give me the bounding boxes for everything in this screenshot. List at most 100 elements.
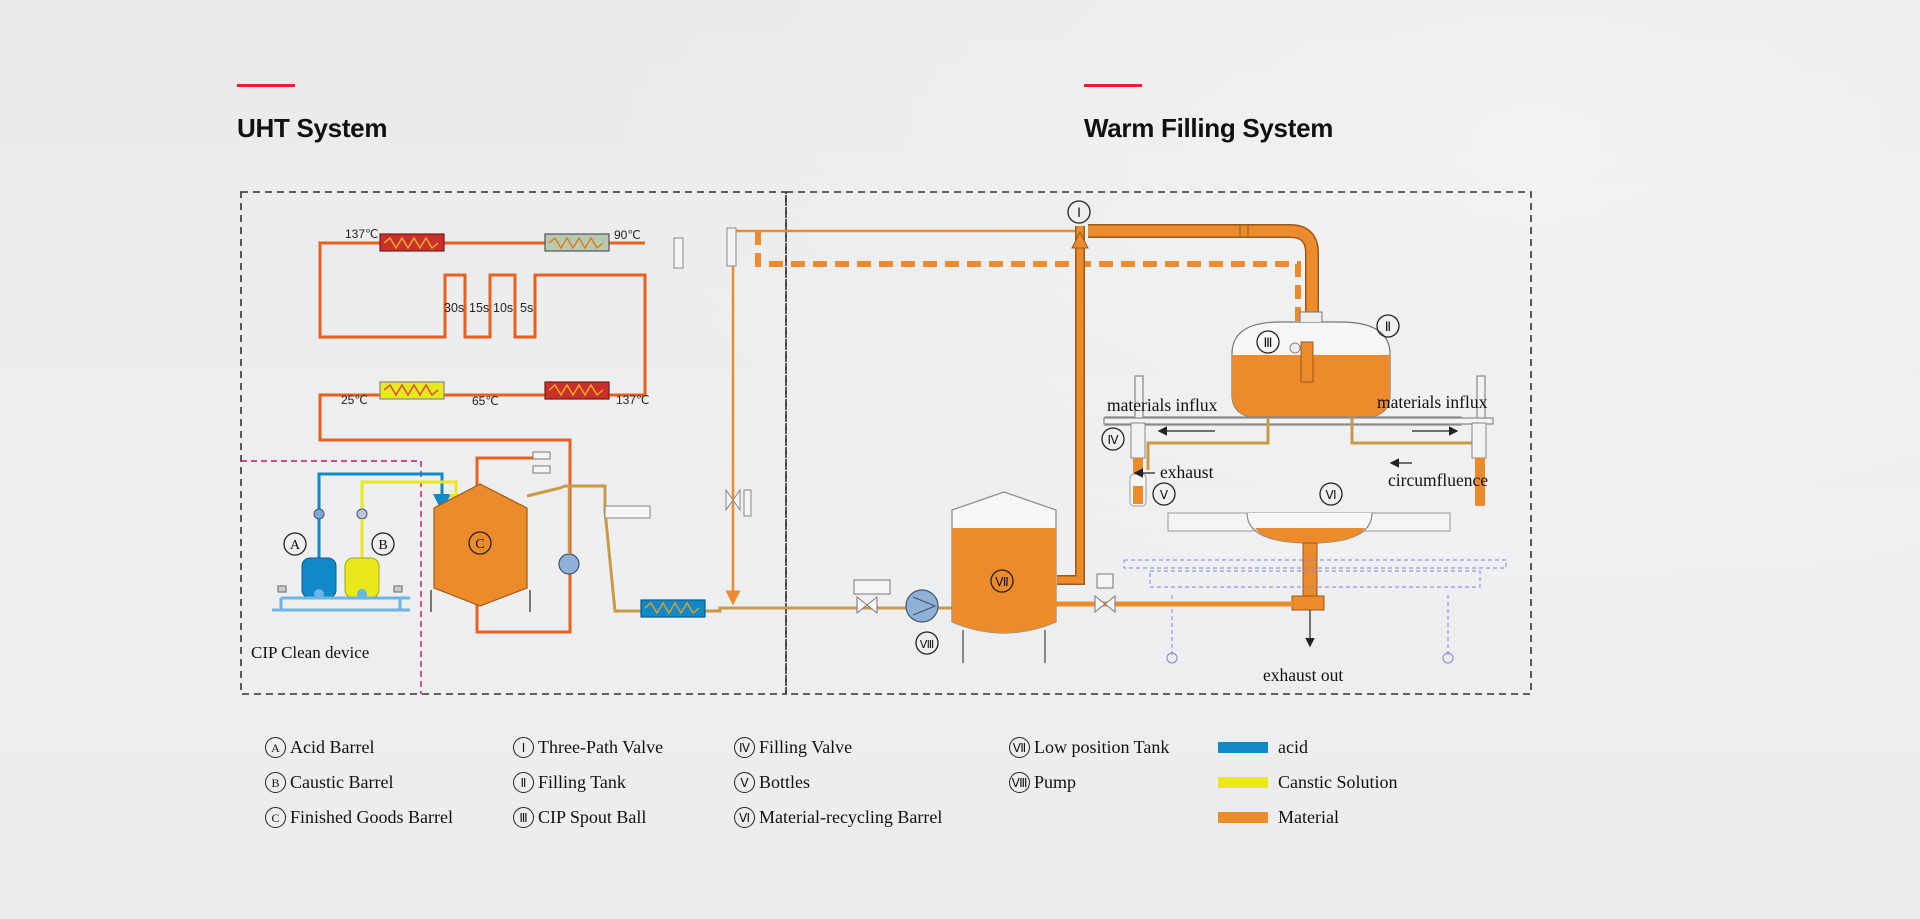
svg-text:Ⅱ: Ⅱ [1385, 319, 1391, 334]
legend-label: Canstic Solution [1278, 772, 1398, 792]
circumfluence-label: circumfluence [1388, 470, 1488, 490]
cip-frame [241, 460, 422, 694]
holding-time-3: 10s [493, 301, 513, 315]
uht-accent-line [237, 84, 295, 87]
legend-label: acid [1278, 737, 1308, 757]
heat-exchanger-3 [379, 381, 445, 400]
cip-device-label: CIP Clean device [251, 643, 369, 662]
uht-title: UHT System [237, 113, 388, 143]
heat-exchanger-1 [379, 233, 445, 252]
legend-swatch-acid [1218, 742, 1268, 753]
uht-section: UHT System [237, 84, 387, 144]
valve-icon [604, 505, 651, 519]
heat-exchanger-2 [544, 233, 610, 252]
legend-marker: B [265, 772, 286, 793]
warm-section: Warm Filling System [1084, 84, 1333, 144]
legend-label: Filling Tank [538, 772, 626, 792]
svg-text:Ⅰ: Ⅰ [1077, 205, 1081, 220]
svg-text:C: C [475, 537, 484, 552]
legend-label: CIP Spout Ball [538, 807, 647, 827]
legend-label: Finished Goods Barrel [290, 807, 453, 827]
holding-time-1: 30s [444, 301, 464, 315]
legend-marker: Ⅵ [734, 807, 755, 828]
legend-item: Material [1218, 800, 1398, 835]
legend-marker: Ⅰ [513, 737, 534, 758]
marker-b: B [371, 532, 395, 556]
legend-label: Material [1278, 807, 1339, 827]
uht-frame [240, 191, 787, 695]
svg-text:Ⅵ: Ⅵ [1325, 488, 1336, 502]
legend-marker: Ⅶ [1009, 737, 1030, 758]
legend-label: Material-recycling Barrel [759, 807, 943, 827]
warm-frame [785, 191, 1532, 695]
legend-marker: Ⅲ [513, 807, 534, 828]
legend-marker: Ⅴ [734, 772, 755, 793]
legend-marker: Ⅳ [734, 737, 755, 758]
holding-time-2: 15s [469, 301, 489, 315]
legend-marker: C [265, 807, 286, 828]
warm-title: Warm Filling System [1084, 113, 1334, 143]
legend-swatch-material [1218, 812, 1268, 823]
svg-text:B: B [378, 538, 387, 553]
marker-a: A [283, 532, 307, 556]
low-position-tank: Ⅶ [951, 491, 1057, 663]
valve-icon [1094, 573, 1116, 614]
svg-text:Ⅲ: Ⅲ [1264, 335, 1273, 350]
legend-label: Three-Path Valve [538, 737, 664, 757]
valve-icon [532, 465, 551, 474]
valve-icon [673, 237, 684, 269]
gauge-icon [558, 553, 580, 575]
legend-marker: A [265, 737, 286, 758]
holding-time-4: 5s [520, 301, 533, 315]
svg-text:Ⅴ: Ⅴ [1160, 488, 1169, 502]
svg-text:A: A [290, 538, 301, 553]
pump: Ⅷ [853, 579, 939, 655]
materials-influx-right-label: materials influx [1377, 392, 1488, 412]
legend-label: Pump [1034, 772, 1077, 792]
materials-influx-left-label: materials influx [1107, 395, 1218, 415]
temp-label-2: 90℃ [614, 228, 641, 242]
legend-label: Bottles [759, 772, 811, 792]
filling-valve-left: Ⅳ [1101, 422, 1147, 507]
temp-label-1: 137℃ [345, 227, 379, 241]
legend-label: Filling Valve [759, 737, 853, 757]
marker-v: Ⅴ [1152, 482, 1176, 506]
uht-piping [318, 241, 647, 634]
svg-text:Ⅶ: Ⅶ [995, 575, 1008, 589]
filling-valve-right [1471, 422, 1487, 506]
temp-label-5: 137℃ [616, 393, 650, 407]
legend-label: Acid Barrel [290, 737, 375, 757]
filling-platform [1103, 375, 1494, 427]
legend-marker: Ⅷ [1009, 772, 1030, 793]
warm-accent-line [1084, 84, 1142, 87]
legend-item: acid [1218, 730, 1398, 765]
svg-text:Ⅷ: Ⅷ [920, 639, 935, 651]
heat-exchanger-4 [544, 381, 610, 400]
valve-icon [726, 227, 737, 267]
legend-item: Canstic Solution [1218, 765, 1398, 800]
material-recycling-barrel: Ⅵ [1123, 482, 1507, 664]
valve-icon [532, 451, 551, 460]
filling-tank: Ⅱ Ⅲ [1231, 311, 1400, 419]
valve-icon [725, 488, 752, 517]
legend-label: Low position Tank [1034, 737, 1170, 757]
three-path-valve: Ⅰ [1057, 200, 1091, 585]
exhaust-label: exhaust [1160, 462, 1214, 482]
finished-goods-barrel: C [430, 456, 550, 612]
